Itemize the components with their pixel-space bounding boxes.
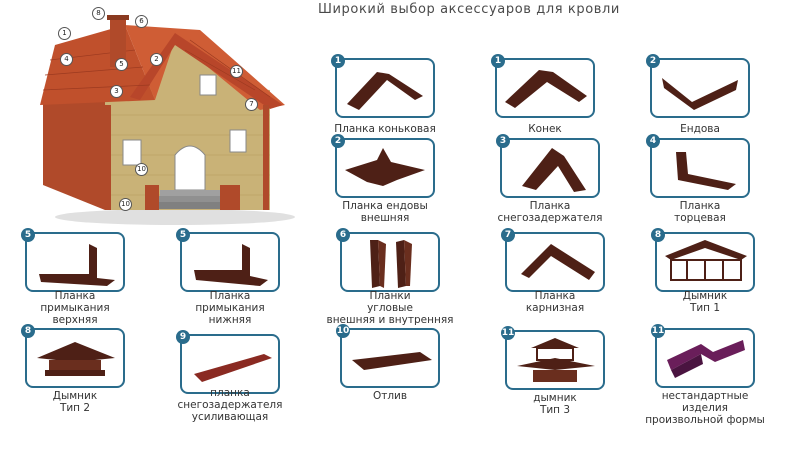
product-card[interactable]: 6	[336, 228, 440, 292]
corner-plank-icon	[370, 240, 412, 288]
product-card[interactable]: 5	[176, 228, 280, 292]
product-caption: Планка ендовы внешняя	[342, 200, 428, 224]
eaves-plank-icon	[521, 244, 595, 280]
product-caption: Ендова	[680, 123, 720, 135]
custom-product-icon	[667, 340, 745, 378]
drip-edge-icon	[352, 352, 432, 370]
house-marker: 4	[60, 53, 73, 66]
snow-guard-plank-icon	[522, 148, 586, 192]
chimney-cap-type2-icon	[37, 342, 115, 376]
ridge-plank-icon	[347, 72, 423, 110]
product-number: 8	[651, 228, 665, 242]
product-card[interactable]: 5	[21, 228, 125, 292]
product-number: 3	[496, 134, 510, 148]
product-number: 9	[176, 330, 190, 344]
product-caption: Планка примыкания верхняя	[40, 290, 110, 326]
upper-abutment-plank-icon	[39, 244, 115, 286]
product-card[interactable]: 4	[646, 134, 750, 198]
product-number: 7	[501, 228, 515, 242]
product-card[interactable]: 11	[651, 324, 755, 388]
product-number: 8	[21, 324, 35, 338]
product-number: 4	[646, 134, 660, 148]
product-number: 2	[646, 54, 660, 68]
house-icon	[40, 15, 295, 225]
product-card[interactable]: 10	[336, 324, 440, 388]
product-card[interactable]: 1	[331, 54, 435, 118]
product-caption: Планка торцевая	[674, 200, 726, 224]
product-number: 11	[501, 326, 515, 340]
product-card[interactable]: 2	[646, 54, 750, 118]
product-number: 5	[21, 228, 35, 242]
product-caption: Конек	[528, 123, 562, 135]
chimney-cap-type1-icon	[665, 240, 747, 281]
house-marker: 3	[110, 85, 123, 98]
product-caption: Планка коньковая	[334, 123, 436, 135]
valley-icon	[662, 78, 738, 110]
product-caption: Планки угловые внешняя и внутренняя	[326, 290, 454, 326]
house-marker: 2	[150, 53, 163, 66]
product-caption: Дымник Тип 1	[682, 290, 728, 314]
ridge-icon	[505, 70, 587, 108]
chimney-cap-type3-icon	[517, 338, 595, 382]
product-number: 10	[336, 324, 350, 338]
product-number: 1	[331, 54, 345, 68]
product-caption: планка снегозадержателя усиливающая	[177, 387, 283, 423]
end-plank-icon	[676, 152, 736, 190]
product-number: 5	[176, 228, 190, 242]
house-marker: 6	[135, 15, 148, 28]
house-illustration: 8 6 1 4 5 2 3 11 7 10 10	[25, 5, 305, 225]
product-card[interactable]: 3	[496, 134, 600, 198]
product-number: 2	[331, 134, 345, 148]
product-card[interactable]: 2	[331, 134, 435, 198]
page-title: Широкий выбор аксессуаров для кровли	[318, 2, 620, 17]
snow-guard-reinforced-icon	[194, 354, 272, 382]
valley-outer-plank-icon	[345, 148, 425, 186]
product-card[interactable]: 8	[651, 228, 755, 292]
product-caption: Планка примыкания нижняя	[195, 290, 265, 326]
product-number: 11	[651, 324, 665, 338]
product-number: 1	[491, 54, 505, 68]
product-card[interactable]: 11	[501, 326, 605, 390]
house-marker: 1	[58, 27, 71, 40]
product-card[interactable]: 9	[176, 330, 280, 394]
product-caption: дымник Тип 3	[533, 392, 577, 416]
product-card[interactable]: 1	[491, 54, 595, 118]
house-marker: 10	[135, 163, 148, 176]
product-card[interactable]: 8	[21, 324, 125, 388]
product-caption: Планка карнизная	[525, 290, 585, 314]
product-caption: Планка снегозадержателя	[497, 200, 603, 224]
house-marker: 7	[245, 98, 258, 111]
house-marker: 5	[115, 58, 128, 71]
product-number: 6	[336, 228, 350, 242]
house-marker: 11	[230, 65, 243, 78]
house-marker: 8	[92, 7, 105, 20]
product-caption: Дымник Тип 2	[52, 390, 98, 414]
house-marker: 10	[119, 198, 132, 211]
product-caption: нестандартные изделия произвольной формы	[645, 390, 765, 426]
product-card[interactable]: 7	[501, 228, 605, 292]
product-caption: Отлив	[372, 390, 408, 402]
lower-abutment-plank-icon	[194, 244, 268, 286]
